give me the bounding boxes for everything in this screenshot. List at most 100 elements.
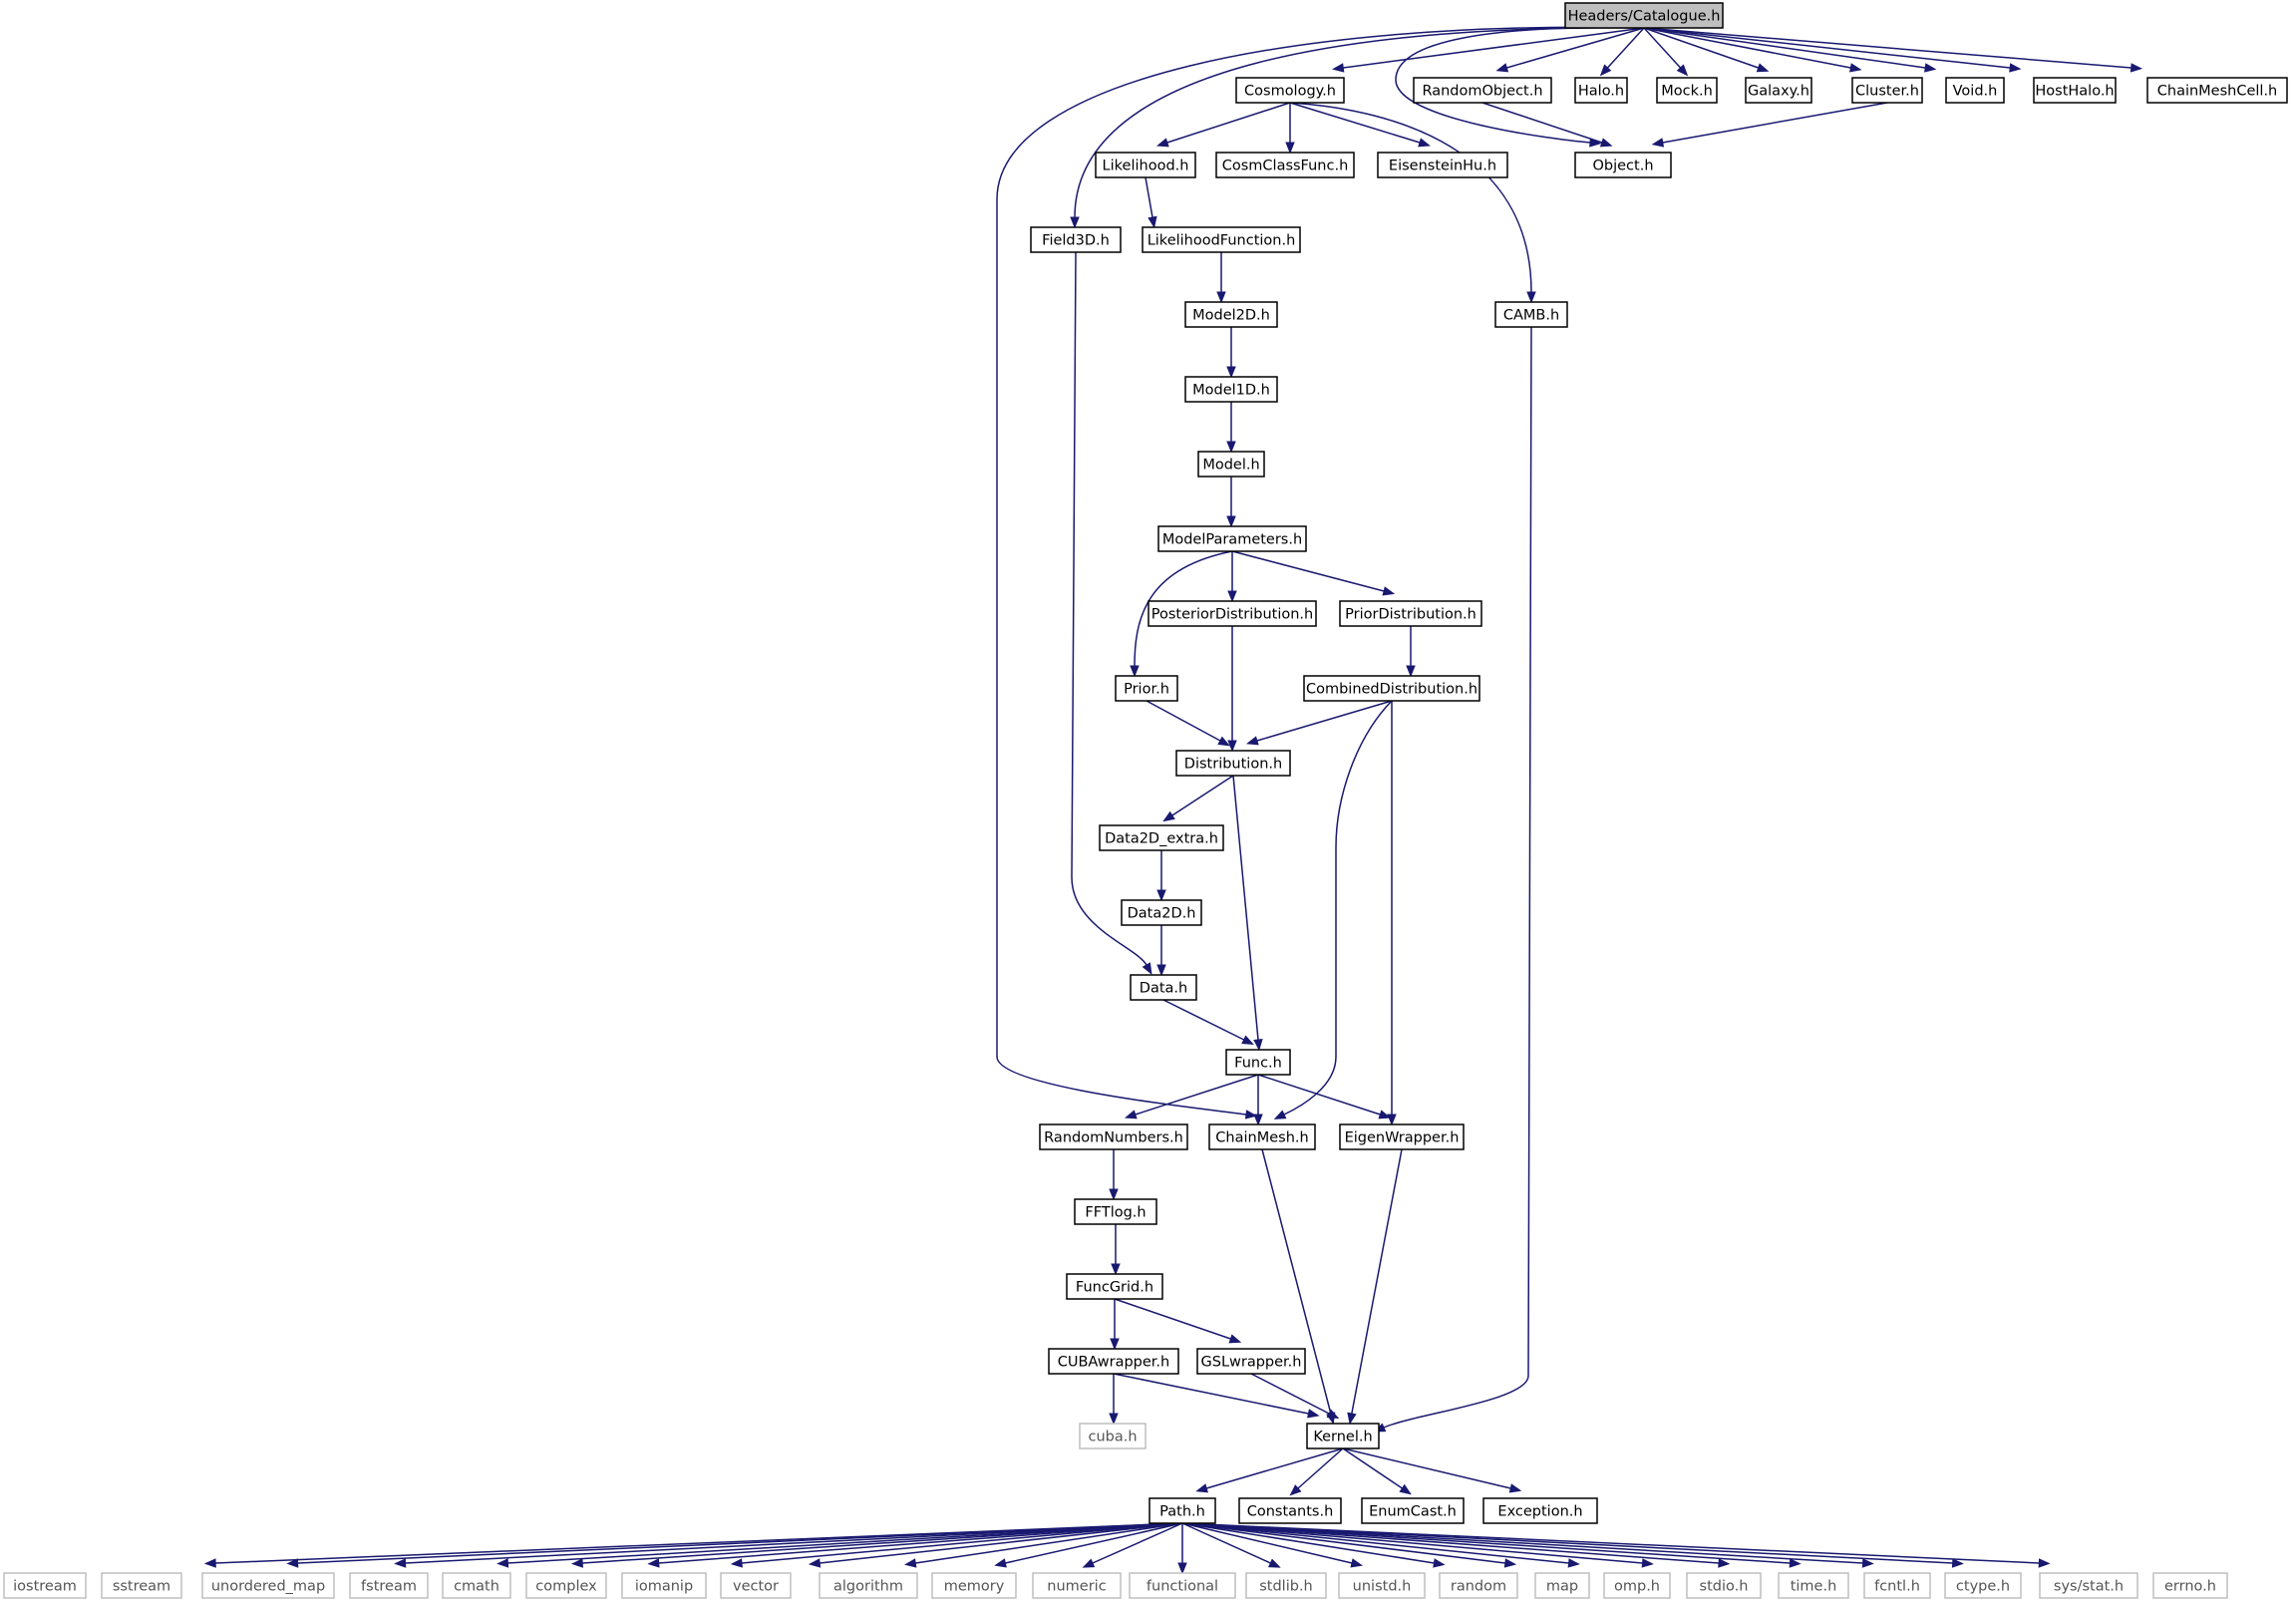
node-func[interactable]: Func.h: [1225, 1049, 1291, 1076]
node-fcntl[interactable]: fcntl.h: [1863, 1572, 1931, 1599]
node-cosmclassfunc[interactable]: CosmClassFunc.h: [1215, 152, 1355, 178]
node-box: [1184, 376, 1278, 403]
node-fftlog[interactable]: FFTlog.h: [1074, 1198, 1157, 1225]
edge-line: [405, 1522, 1183, 1564]
edge-kernel-to-enumcast: [1342, 1447, 1412, 1495]
node-chainmesh[interactable]: ChainMesh.h: [1208, 1123, 1316, 1150]
node-model2d[interactable]: Model2D.h: [1184, 301, 1278, 328]
node-ctype[interactable]: ctype.h: [1944, 1572, 2022, 1599]
node-exception[interactable]: Exception.h: [1482, 1497, 1598, 1524]
node-cuba[interactable]: cuba.h: [1079, 1423, 1147, 1449]
node-enumcast[interactable]: EnumCast.h: [1361, 1497, 1465, 1524]
node-box: [349, 1572, 429, 1599]
edge-distribution-to-func: [1232, 775, 1263, 1052]
node-data2d-extra[interactable]: Data2D_extra.h: [1099, 824, 1224, 851]
node-unordered-map[interactable]: unordered_map: [201, 1572, 335, 1599]
node-randomnumbers[interactable]: RandomNumbers.h: [1039, 1123, 1188, 1150]
node-random[interactable]: random: [1439, 1572, 1518, 1599]
node-distribution[interactable]: Distribution.h: [1175, 750, 1291, 777]
node-mock[interactable]: Mock.h: [1656, 77, 1718, 104]
node-void[interactable]: Void.h: [1945, 77, 2005, 104]
node-model[interactable]: Model.h: [1197, 451, 1265, 478]
node-cosmology[interactable]: Cosmology.h: [1235, 77, 1345, 104]
node-likelihood[interactable]: Likelihood.h: [1095, 152, 1196, 178]
node-eigenwrapper[interactable]: EigenWrapper.h: [1339, 1123, 1465, 1150]
arrowhead: [1285, 142, 1295, 155]
node-posteriordistribution[interactable]: PosteriorDistribution.h: [1148, 600, 1317, 627]
node-camb[interactable]: CAMB.h: [1494, 301, 1568, 328]
arrowhead: [1109, 1413, 1119, 1426]
edge-line: [1643, 27, 1851, 69]
edge-line: [1289, 102, 1421, 144]
edge-path-to-complex: [647, 1522, 1183, 1568]
node-cluster[interactable]: Cluster.h: [1851, 77, 1923, 104]
edge-line: [1250, 1373, 1330, 1415]
node-label: HostHalo.h: [2035, 84, 2114, 100]
arrowhead: [1651, 138, 1665, 148]
node-priordistribution[interactable]: PriorDistribution.h: [1339, 600, 1482, 627]
node-box: [1048, 1348, 1179, 1375]
node-errno[interactable]: errno.h: [2152, 1572, 2228, 1599]
node-hosthalo[interactable]: HostHalo.h: [2033, 77, 2117, 104]
arrowhead: [1503, 1558, 1517, 1568]
edge-line: [1071, 251, 1148, 966]
node-map[interactable]: map: [1534, 1572, 1590, 1599]
edge-line: [1283, 700, 1393, 1116]
node-omp[interactable]: omp.h: [1603, 1572, 1671, 1599]
arrowhead: [1245, 736, 1259, 746]
node-iostream[interactable]: iostream: [3, 1572, 87, 1599]
node-label: Distribution.h: [1184, 757, 1282, 773]
node-unistd[interactable]: unistd.h: [1338, 1572, 1426, 1599]
node-complex[interactable]: complex: [525, 1572, 607, 1599]
node-data2d[interactable]: Data2D.h: [1121, 899, 1202, 926]
node-label: Galaxy.h: [1748, 84, 1809, 100]
node-box: [1339, 600, 1482, 627]
node-vector[interactable]: vector: [720, 1572, 792, 1599]
node-galaxy[interactable]: Galaxy.h: [1745, 77, 1812, 104]
node-modelparameters[interactable]: ModelParameters.h: [1157, 525, 1307, 552]
node-kernel[interactable]: Kernel.h: [1306, 1423, 1380, 1449]
node-time[interactable]: time.h: [1778, 1572, 1849, 1599]
node-model1d[interactable]: Model1D.h: [1184, 376, 1278, 403]
node-algorithm[interactable]: algorithm: [819, 1572, 918, 1599]
node-label: sys/stat.h: [2054, 1579, 2124, 1595]
node-label: CAMB.h: [1503, 308, 1559, 324]
node-chainmeshcell[interactable]: ChainMeshCell.h: [2146, 77, 2288, 104]
node-likelihoodfunction[interactable]: LikelihoodFunction.h: [1142, 226, 1301, 253]
node-memory[interactable]: memory: [931, 1572, 1017, 1599]
edge-line: [1135, 1074, 1259, 1116]
node-box: [1413, 77, 1552, 104]
node-halo[interactable]: Halo.h: [1574, 77, 1628, 104]
arrowhead: [1641, 1558, 1654, 1568]
edge-combineddistribution-to-distribution: [1245, 700, 1393, 746]
node-iomanip[interactable]: iomanip: [621, 1572, 707, 1599]
node-eisensteinhu[interactable]: EisensteinHu.h: [1377, 152, 1508, 178]
node-combineddistribution[interactable]: CombinedDistribution.h: [1303, 675, 1480, 702]
node-stdlib[interactable]: stdlib.h: [1245, 1572, 1327, 1599]
node-sstream[interactable]: sstream: [101, 1572, 182, 1599]
node-data[interactable]: Data.h: [1130, 974, 1197, 1001]
edge-catalogue-to-randomobject: [1495, 27, 1645, 73]
node-label: iomanip: [635, 1579, 693, 1595]
node-numeric[interactable]: numeric: [1032, 1572, 1122, 1599]
node-catalogue[interactable]: Headers/Catalogue.h: [1564, 2, 1724, 29]
node-stdio[interactable]: stdio.h: [1686, 1572, 1762, 1599]
node-field3d[interactable]: Field3D.h: [1030, 226, 1122, 253]
node-constants[interactable]: Constants.h: [1238, 1497, 1342, 1524]
node-cubawrapper[interactable]: CUBAwrapper.h: [1048, 1348, 1179, 1375]
node-funcgrid[interactable]: FuncGrid.h: [1066, 1273, 1163, 1300]
node-object[interactable]: Object.h: [1574, 152, 1672, 178]
edge-line: [1297, 1447, 1344, 1489]
arrowhead: [1756, 63, 1770, 73]
node-fstream[interactable]: fstream: [349, 1572, 429, 1599]
node-gslwrapper[interactable]: GSLwrapper.h: [1196, 1348, 1306, 1375]
arrowhead: [1156, 889, 1166, 902]
node-path[interactable]: Path.h: [1148, 1497, 1216, 1524]
node-functional[interactable]: functional: [1129, 1572, 1236, 1599]
edge-line: [1074, 27, 1645, 218]
node-prior[interactable]: Prior.h: [1115, 675, 1178, 702]
node-sysstat[interactable]: sys/stat.h: [2039, 1572, 2138, 1599]
node-cmath[interactable]: cmath: [442, 1572, 511, 1599]
arrowhead: [1110, 1338, 1120, 1351]
node-randomobject[interactable]: RandomObject.h: [1413, 77, 1552, 104]
